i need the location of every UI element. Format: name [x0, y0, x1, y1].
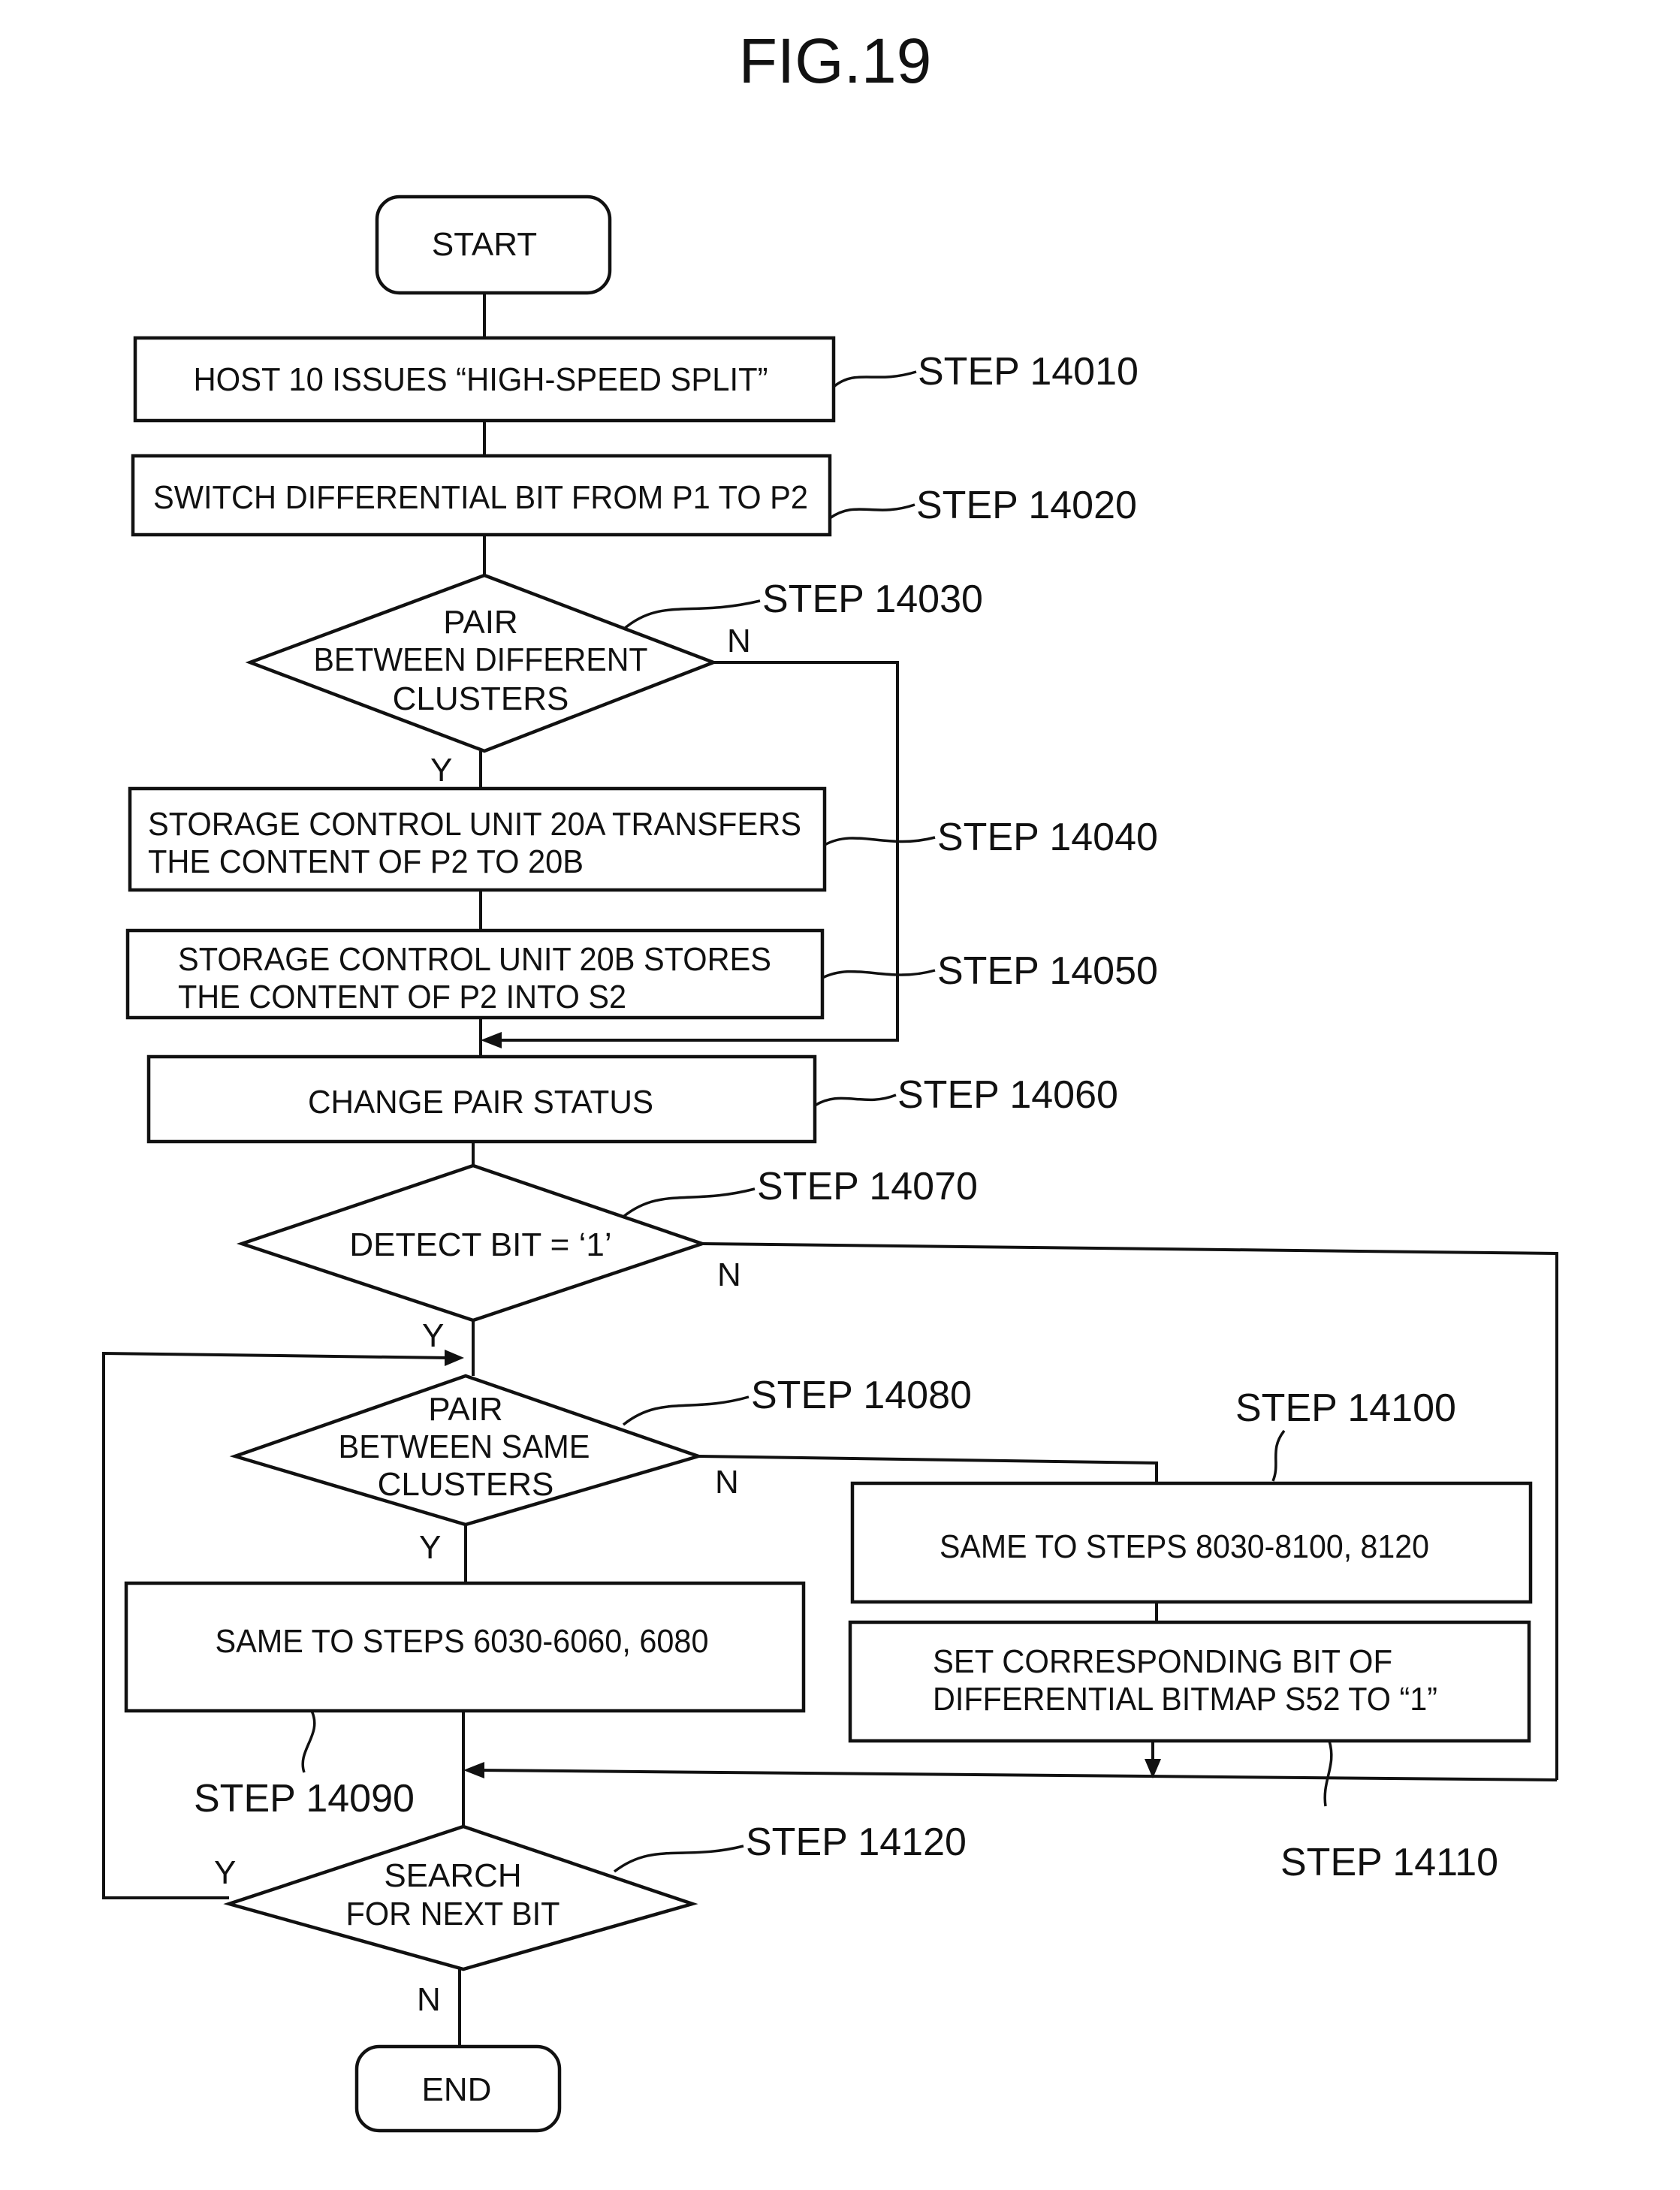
step-label-14060: STEP 14060	[897, 1073, 1118, 1117]
decision-14120: SEARCH FOR NEXT BIT	[223, 1824, 698, 1971]
process-14020: SWITCH DIFFERENTIAL BIT FROM P1 TO P2	[131, 454, 832, 537]
process-14050-line-1: STORAGE CONTROL UNIT 20B STORES	[178, 941, 771, 978]
process-14090: SAME TO STEPS 6030-6060, 6080	[124, 1581, 806, 1713]
process-14020-line-1: SWITCH DIFFERENTIAL BIT FROM P1 TO P2	[153, 479, 808, 516]
connectors	[102, 293, 1558, 2047]
end-terminal: END	[354, 2044, 562, 2133]
decision-14030-yes-label: Y	[430, 752, 452, 789]
decision-14030-no-label: N	[727, 623, 751, 659]
process-14090-line-1: SAME TO STEPS 6030-6060, 6080	[216, 1623, 709, 1660]
step-label-14010: STEP 14010	[918, 350, 1139, 394]
decision-14030-line-1: PAIR	[443, 604, 517, 641]
decision-14120-line-2: FOR NEXT BIT	[346, 1896, 560, 1932]
process-14110-line-2: DIFFERENTIAL BITMAP S52 TO “1”	[933, 1681, 1437, 1718]
process-14110-line-1: SET CORRESPONDING BIT OF	[933, 1643, 1392, 1680]
step-label-14090: STEP 14090	[194, 1777, 415, 1820]
end-label: END	[422, 2071, 492, 2108]
decision-14030-line-3: CLUSTERS	[393, 680, 569, 717]
decision-14030: PAIR BETWEEN DIFFERENT CLUSTERS	[245, 573, 719, 753]
decision-14080-line-1: PAIR	[428, 1391, 502, 1428]
decision-14080-yes-label: Y	[419, 1529, 441, 1566]
decision-14080: PAIR BETWEEN SAME CLUSTERS	[229, 1374, 704, 1527]
step-label-14120: STEP 14120	[746, 1820, 967, 1864]
process-14100: SAME TO STEPS 8030-8100, 8120	[850, 1481, 1533, 1604]
process-14060: CHANGE PAIR STATUS	[146, 1054, 817, 1144]
branch-labels: N Y N Y N Y Y N	[214, 623, 751, 2018]
start-terminal: START	[375, 195, 612, 295]
process-14100-line-1: SAME TO STEPS 8030-8100, 8120	[940, 1528, 1429, 1565]
decision-14070-line-1: DETECT BIT = ‘1’	[349, 1226, 611, 1263]
process-14060-line-1: CHANGE PAIR STATUS	[308, 1084, 653, 1121]
step-label-14080: STEP 14080	[751, 1374, 972, 1417]
step-label-14040: STEP 14040	[937, 816, 1158, 859]
decision-14030-line-2: BETWEEN DIFFERENT	[314, 641, 648, 678]
step-callouts: STEP 14010 STEP 14020 STEP 14030 STEP 14…	[194, 350, 1498, 1884]
process-14010: HOST 10 ISSUES “HIGH-SPEED SPLIT”	[133, 336, 836, 423]
step-label-14020: STEP 14020	[916, 484, 1137, 527]
decision-14120-no-label: N	[417, 1981, 441, 2018]
decision-14080-line-2: BETWEEN SAME	[339, 1428, 590, 1465]
step-label-14100: STEP 14100	[1235, 1386, 1456, 1430]
process-14040-line-2: THE CONTENT OF P2 TO 20B	[148, 843, 584, 880]
decision-14070-yes-label: Y	[422, 1317, 444, 1354]
step-label-14050: STEP 14050	[937, 949, 1158, 993]
decision-14070-no-label: N	[717, 1256, 741, 1293]
decision-14120-line-1: SEARCH	[384, 1857, 521, 1894]
step-label-14110: STEP 14110	[1280, 1841, 1498, 1884]
process-14010-line-1: HOST 10 ISSUES “HIGH-SPEED SPLIT”	[194, 361, 768, 398]
decision-14120-yes-label: Y	[214, 1854, 236, 1891]
process-14040-line-1: STORAGE CONTROL UNIT 20A TRANSFERS	[148, 806, 801, 843]
step-label-14070: STEP 14070	[757, 1165, 978, 1208]
decision-14080-line-3: CLUSTERS	[378, 1466, 554, 1503]
step-label-14030: STEP 14030	[762, 578, 983, 621]
start-label: START	[432, 226, 537, 263]
process-14050: STORAGE CONTROL UNIT 20B STORES THE CONT…	[125, 928, 825, 1020]
figure-title: FIG.19	[739, 26, 932, 96]
process-14040: STORAGE CONTROL UNIT 20A TRANSFERS THE C…	[128, 786, 827, 892]
decision-14080-no-label: N	[715, 1464, 739, 1501]
process-14110: SET CORRESPONDING BIT OF DIFFERENTIAL BI…	[848, 1620, 1531, 1743]
process-14050-line-2: THE CONTENT OF P2 INTO S2	[178, 979, 626, 1015]
decision-14070: DETECT BIT = ‘1’	[236, 1163, 708, 1323]
